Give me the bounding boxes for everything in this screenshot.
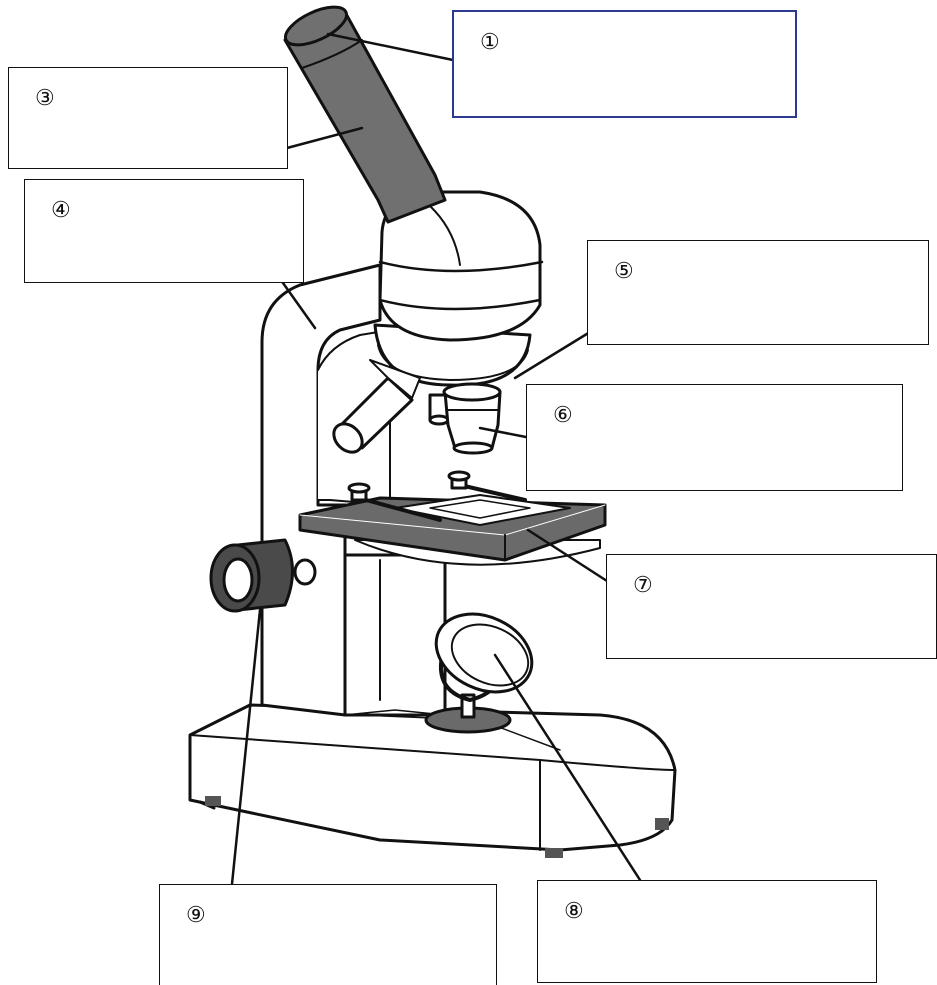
label-box-9: ⑨ bbox=[159, 884, 497, 985]
label-box-4: ④ bbox=[24, 179, 304, 283]
label-box-6: ⑥ bbox=[526, 384, 903, 491]
leader-line-5 bbox=[513, 330, 592, 380]
leader-line-1 bbox=[326, 32, 455, 62]
leader-line-9 bbox=[230, 608, 262, 886]
label-box-1: ① bbox=[452, 10, 797, 118]
label-number-6: ⑥ bbox=[553, 403, 573, 428]
label-number-3: ③ bbox=[35, 86, 55, 111]
label-number-8: ⑧ bbox=[564, 899, 584, 924]
label-number-1: ① bbox=[480, 30, 500, 55]
leader-line-7 bbox=[526, 528, 609, 583]
leader-line-4 bbox=[281, 281, 317, 330]
objective-lens-left bbox=[332, 359, 421, 454]
objective-lens-center bbox=[442, 382, 502, 455]
microscope-pillar bbox=[343, 553, 447, 717]
microscope-base bbox=[188, 703, 677, 858]
label-number-4: ④ bbox=[51, 198, 71, 223]
label-number-5: ⑤ bbox=[614, 259, 634, 284]
label-box-5: ⑤ bbox=[587, 240, 929, 345]
focus-knob bbox=[209, 538, 317, 613]
leader-line-3 bbox=[285, 126, 364, 150]
objective-lens-small bbox=[428, 393, 450, 426]
label-box-7: ⑦ bbox=[606, 554, 937, 659]
leader-line-6 bbox=[478, 426, 528, 439]
label-box-8: ⑧ bbox=[537, 880, 877, 983]
revolving-nosepiece bbox=[373, 323, 532, 387]
eyepiece-tube bbox=[283, 5, 447, 224]
reflector-mirror bbox=[424, 612, 534, 734]
microscope-stage bbox=[298, 470, 607, 562]
leader-line-8 bbox=[493, 653, 642, 882]
label-number-7: ⑦ bbox=[633, 573, 653, 598]
label-box-3: ③ bbox=[8, 67, 288, 169]
label-number-9: ⑨ bbox=[186, 903, 206, 928]
